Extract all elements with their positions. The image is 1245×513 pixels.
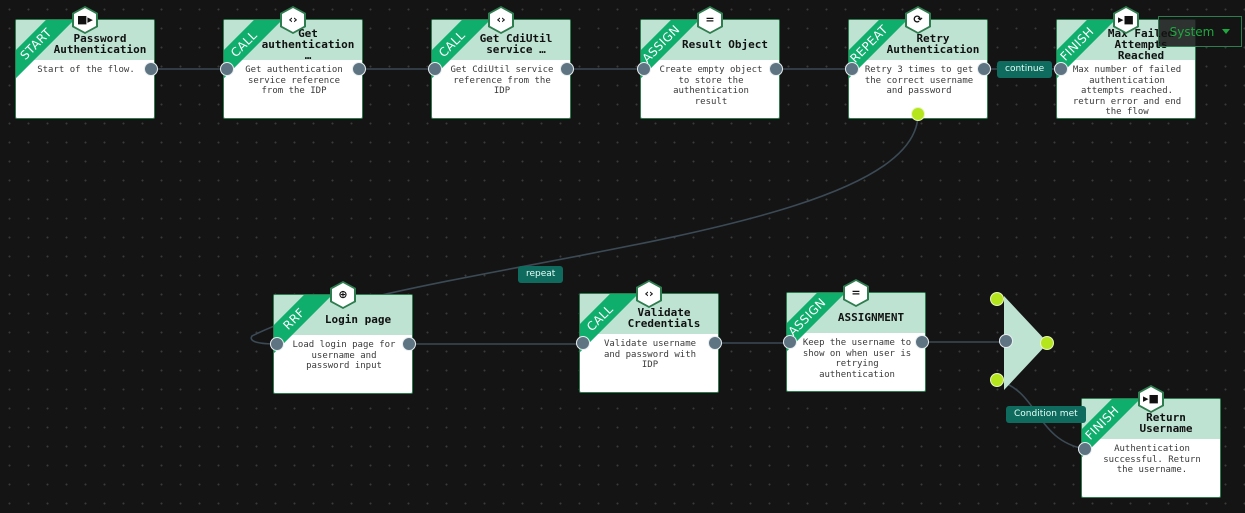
edge-retry-repeat-login bbox=[250, 113, 919, 345]
node-title: Max Failed Attempts Reached bbox=[1107, 26, 1175, 62]
node-assign-assignment[interactable]: ASSIGN ASSIGNMENT Keep the username to s… bbox=[786, 292, 926, 392]
node-call-validate-credentials[interactable]: CALL Validate Credentials Validate usern… bbox=[579, 293, 719, 393]
node-description: Retry 3 times to get the correct usernam… bbox=[864, 65, 974, 96]
port-input[interactable] bbox=[845, 62, 859, 76]
port-condition-input[interactable] bbox=[999, 334, 1013, 348]
start-icon: ■▸ bbox=[72, 6, 98, 34]
node-title: Get authentication … bbox=[261, 26, 355, 62]
edge-label-condition-met[interactable]: Condition met bbox=[1006, 406, 1086, 423]
node-assign-result-object[interactable]: ASSIGN Result Object Create empty object… bbox=[640, 19, 780, 119]
node-description: Get CdiUtil service reference from the I… bbox=[450, 65, 554, 96]
node-rrf-login-page[interactable]: RRF Login page Load login page for usern… bbox=[273, 294, 413, 394]
port-input[interactable] bbox=[576, 336, 590, 350]
port-repeat[interactable] bbox=[911, 107, 925, 121]
node-description: Create empty object to store the authent… bbox=[659, 65, 763, 107]
node-title: Validate Credentials bbox=[627, 306, 701, 330]
code-icon: ‹› bbox=[280, 6, 306, 34]
port-output[interactable] bbox=[402, 337, 416, 351]
node-finish-return-username[interactable]: FINISH Return Username Authentication su… bbox=[1081, 398, 1221, 498]
port-condition-bottom[interactable] bbox=[990, 373, 1004, 387]
node-description: Load login page for username and passwor… bbox=[292, 340, 396, 371]
end-icon: ▸■ bbox=[1138, 385, 1164, 413]
port-input[interactable] bbox=[220, 62, 234, 76]
port-input[interactable] bbox=[270, 337, 284, 351]
edge-label-continue[interactable]: continue bbox=[997, 61, 1053, 78]
port-output[interactable] bbox=[352, 62, 366, 76]
port-output[interactable] bbox=[560, 62, 574, 76]
node-start-password-authentication[interactable]: START Password Authentication Start of t… bbox=[15, 19, 155, 119]
edge-label-repeat[interactable]: repeat bbox=[518, 266, 564, 283]
port-condition-right[interactable] bbox=[1040, 336, 1054, 350]
port-output[interactable] bbox=[144, 62, 158, 76]
node-description: Authentication successful. Return the us… bbox=[1103, 444, 1201, 475]
port-input[interactable] bbox=[1078, 442, 1092, 456]
node-title: Return Username bbox=[1139, 411, 1193, 435]
node-description: Validate username and password with IDP bbox=[603, 339, 697, 370]
port-output[interactable] bbox=[977, 62, 991, 76]
node-description: Get authentication service reference fro… bbox=[245, 65, 343, 96]
end-icon: ▸■ bbox=[1113, 6, 1139, 34]
node-title: Result Object bbox=[681, 37, 769, 51]
node-title: Password Authentication bbox=[53, 32, 147, 56]
port-output[interactable] bbox=[915, 335, 929, 349]
port-input[interactable] bbox=[428, 62, 442, 76]
node-title: Retry Authentication bbox=[886, 32, 980, 56]
node-title: Login page bbox=[324, 312, 392, 326]
port-input[interactable] bbox=[1054, 62, 1068, 76]
condition-node[interactable] bbox=[1004, 296, 1048, 390]
node-call-get-cdiutil[interactable]: CALL Get CdiUtil service … Get CdiUtil s… bbox=[431, 19, 571, 119]
port-input[interactable] bbox=[637, 62, 651, 76]
chevron-down-icon bbox=[1222, 29, 1231, 34]
node-description: Start of the flow. bbox=[37, 65, 135, 75]
port-input[interactable] bbox=[783, 335, 797, 349]
node-repeat-retry-authentication[interactable]: REPEAT Retry Authentication Retry 3 time… bbox=[848, 19, 988, 119]
node-title: Get CdiUtil service … bbox=[479, 32, 553, 56]
node-description: Max number of failed authentication atte… bbox=[1072, 65, 1182, 117]
code-icon: ‹› bbox=[488, 6, 514, 34]
port-output[interactable] bbox=[708, 336, 722, 350]
port-output[interactable] bbox=[769, 62, 783, 76]
system-dropdown[interactable]: System bbox=[1158, 16, 1242, 47]
system-label: System bbox=[1169, 24, 1215, 39]
port-condition-top[interactable] bbox=[990, 292, 1004, 306]
node-title: ASSIGNMENT bbox=[837, 310, 905, 324]
node-description: Keep the username to show on when user i… bbox=[802, 338, 912, 380]
node-call-get-authentication[interactable]: CALL Get authentication … Get authentica… bbox=[223, 19, 363, 119]
